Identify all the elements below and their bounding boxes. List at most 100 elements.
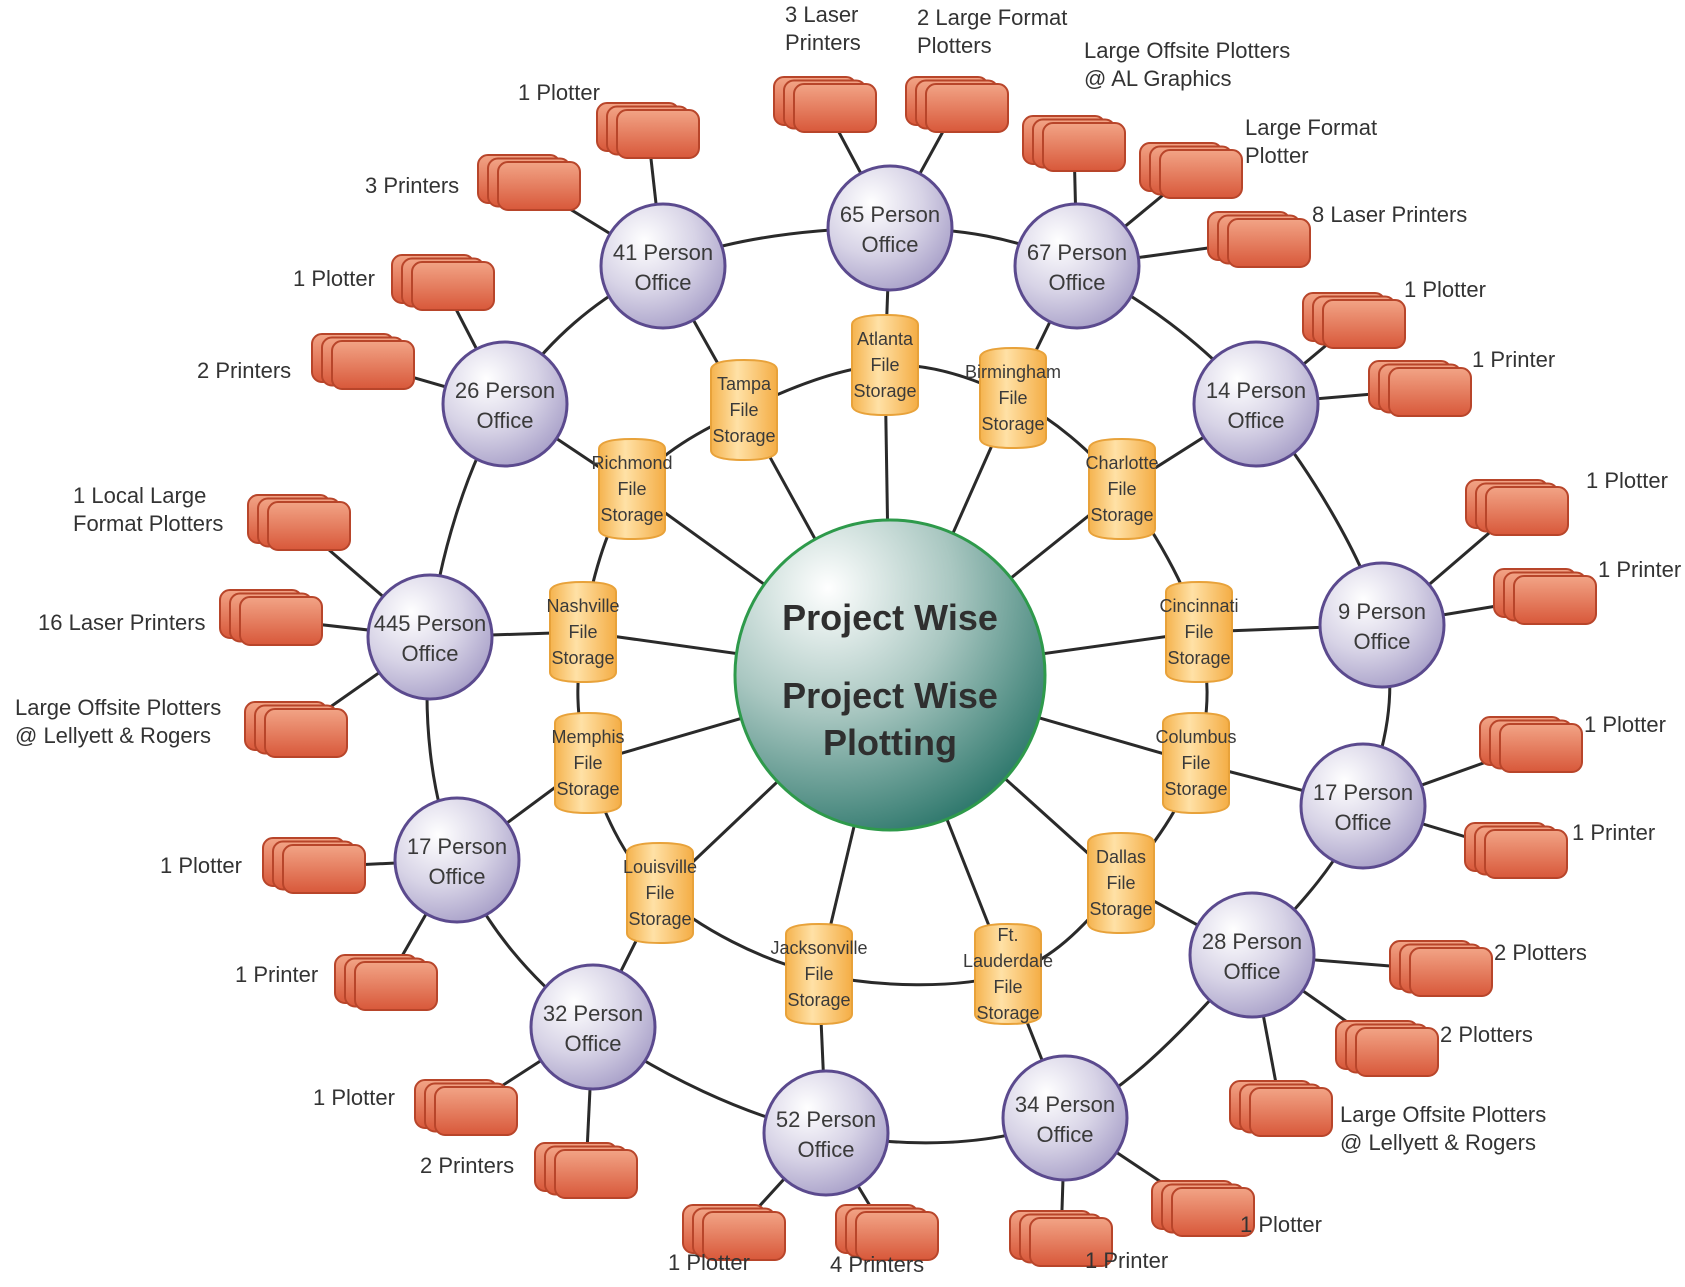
storage-label: File [804,964,833,984]
cylinder-icon [626,841,694,945]
office-label: Office [401,641,458,666]
device-label: 1 Local Large [73,483,206,508]
device-group: 4 Printers [830,1204,939,1277]
office-circle [393,796,521,924]
storage-label: File [1107,479,1136,499]
storage-label: Nashville [546,596,619,616]
storage-label: Storage [712,426,775,446]
office-label: Office [797,1137,854,1162]
device-label: 8 Laser Printers [1312,202,1467,227]
device-label: 2 Plotters [1440,1022,1533,1047]
printer-icon [331,340,415,390]
printer-icon [1485,486,1569,536]
office-label: 41 Person [613,240,713,265]
storage-label: Storage [1090,505,1153,525]
device-label: 4 Printers [830,1252,924,1277]
cylinder-icon [549,580,617,684]
printer-icon [1409,947,1493,997]
printer-icon [1513,575,1597,625]
device-label: Plotters [917,33,992,58]
storage-label: File [993,977,1022,997]
storage-label: File [729,400,758,420]
office-label: 28 Person [1202,929,1302,954]
device-label: 1 Plotter [518,80,600,105]
device-label: 1 Plotter [1240,1212,1322,1237]
printer-icon [1171,1187,1255,1237]
storage-label: Richmond [591,453,672,473]
printer-icon [282,844,366,894]
device-label: Printers [785,30,861,55]
cylinder-icon [1162,711,1230,815]
printer-icon [1249,1087,1333,1137]
cylinder-icon [851,313,919,417]
printer-icon [1029,1217,1113,1267]
office-circle [366,573,494,701]
printer-icon [554,1149,638,1199]
storage-label: Birmingham [965,362,1061,382]
device-group: 1 Plotter [1479,712,1666,773]
file-storage-nodes: AtlantaFileStorageBirminghamFileStorageC… [546,313,1239,1026]
printer-icon [267,501,351,551]
office-circle [1001,1054,1129,1182]
office-label: 445 Person [374,611,487,636]
device-label: 1 Plotter [1586,468,1668,493]
printer-icon [1322,299,1406,349]
storage-label: Memphis [551,727,624,747]
device-label: 1 Printer [235,962,318,987]
storage-label: Storage [556,779,619,799]
device-group: 1 Plotter [293,254,495,311]
printer-icon [434,1086,518,1136]
device-group: 1 Plotter [313,1079,518,1136]
device-label: 1 Plotter [1584,712,1666,737]
device-label: 16 Laser Printers [38,610,206,635]
office-label: Office [1353,629,1410,654]
hub-title-2: Project Wise [782,675,998,716]
printer-icon [264,708,348,758]
device-label: Large Format [1245,115,1377,140]
device-label: @ Lellyett & Rogers [15,723,211,748]
storage-label: Storage [976,1003,1039,1023]
device-group: 1 Plotter [1465,468,1668,536]
storage-label: Atlanta [857,329,914,349]
office-circle [762,1069,890,1197]
device-group: 1 Plotter [518,80,700,159]
storage-label: File [573,753,602,773]
device-group: 2 Plotters [1335,1020,1533,1077]
printer-icon [1042,122,1126,172]
office-label: Office [634,270,691,295]
storage-label: Ft. [998,925,1019,945]
device-label: 3 Printers [365,173,459,198]
device-group: Large Offsite Plotters@ Lellyett & Roger… [15,695,348,758]
office-label: 65 Person [840,202,940,227]
storage-label: File [998,388,1027,408]
storage-label: Storage [1167,648,1230,668]
office-label: Office [1223,959,1280,984]
hub-title-1: Project Wise [782,597,998,638]
device-group: 3 Printers [365,154,581,211]
storage-label: Storage [628,909,691,929]
device-label: @ AL Graphics [1084,66,1231,91]
cylinder-icon [554,711,622,815]
printer-icon [1159,149,1243,199]
storage-label: Storage [787,990,850,1010]
storage-label: Storage [1089,899,1152,919]
printer-icon [1499,723,1583,773]
device-label: @ Lellyett & Rogers [1340,1130,1536,1155]
device-label: 3 Laser [785,2,858,27]
device-label: Large Offsite Plotters [1084,38,1290,63]
storage-label: Dallas [1096,847,1146,867]
